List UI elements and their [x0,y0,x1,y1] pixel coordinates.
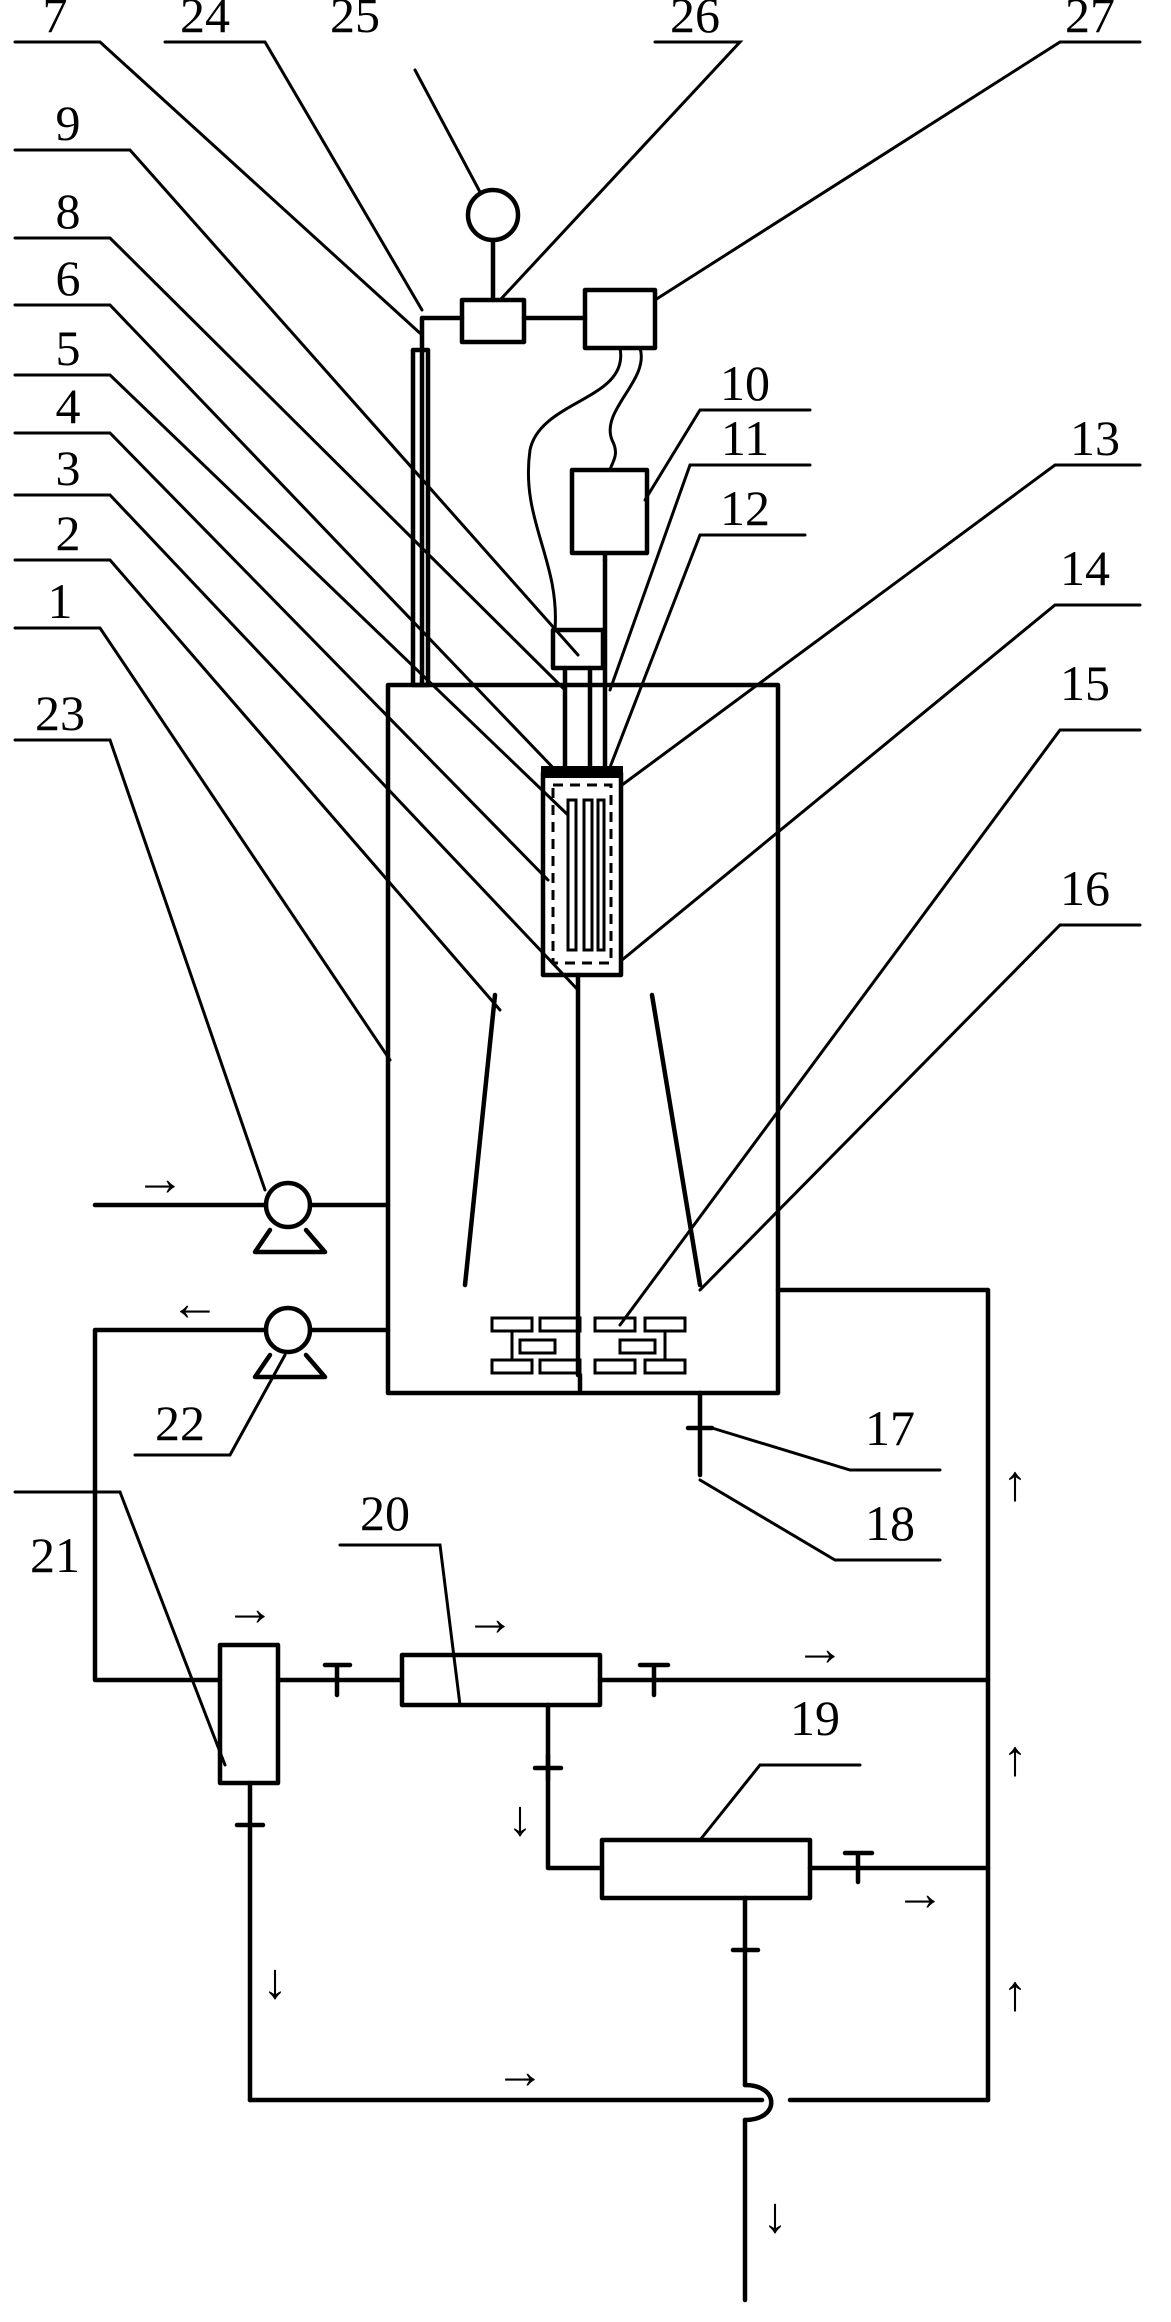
aeration-diffuser [490,1316,687,1393]
label-12: 12 [720,480,770,536]
draft-tube [462,992,703,1288]
leader-lines [13,40,1142,1842]
arrow-to-21: → [225,1580,275,1636]
arrow-up-1: ↑ [1003,1455,1028,1511]
arrow-20-down: ↓ [508,1790,533,1846]
membrane-plate-right [596,798,606,952]
pressure-sensor-box [550,627,606,671]
crossover-hop [742,2082,774,2123]
label-19: 19 [790,1690,840,1746]
arrow-discharge-out: ← [170,1275,220,1331]
label-21: 21 [30,1527,80,1583]
label-24: 24 [180,0,230,43]
valve-20-out [637,1662,671,1698]
label-8: 8 [56,183,81,239]
label-3: 3 [56,440,81,496]
valve-19-out [842,1850,875,1885]
label-15: 15 [1060,655,1110,711]
valve-21-20 [322,1662,353,1698]
label-23: 23 [35,685,85,741]
arrow-up-2: ↑ [1003,1730,1028,1786]
arrow-20-out: → [795,1620,845,1676]
membrane-plate-left [566,798,578,952]
label-10: 10 [720,355,770,411]
label-26: 26 [670,0,720,43]
arrow-feed-in: → [135,1150,185,1206]
label-6: 6 [56,250,81,306]
label-4: 4 [56,378,81,434]
reactor-tank [385,682,781,1396]
label-2: 2 [56,505,81,561]
gas-inlet-tube [410,347,431,688]
label-13: 13 [1070,410,1120,466]
gas-line [419,315,465,688]
label-16: 16 [1060,860,1110,916]
label-7: 7 [43,0,68,43]
return-line [775,1287,991,2103]
control-cable-to-pump [608,346,643,472]
label-25: 25 [330,0,380,43]
separator-21 [217,1642,281,1786]
controller-box [582,287,658,351]
arrow-bottom-right: → [495,2043,545,2099]
label-22: 22 [155,1395,205,1451]
discharge-pump [92,1305,391,1683]
gas-gauge [465,187,521,243]
arrow-final-down: ↓ [763,2187,788,2243]
label-1: 1 [48,573,73,629]
label-18: 18 [865,1495,915,1551]
arrow-19-out: → [895,1865,945,1921]
label-11: 11 [721,410,769,466]
control-cable-to-sensor [526,346,623,632]
membrane-plate-mid [582,798,594,952]
gas-flowmeter-box [459,297,527,345]
heat-exchanger-19 [599,1837,813,1901]
membrane-module-inner [551,783,613,965]
label-27: 27 [1065,0,1115,43]
feed-pump [92,1180,391,1255]
arrow-up-3: ↑ [1003,1965,1028,2021]
label-9: 9 [56,95,81,151]
line-20-to-19 [545,1702,605,1871]
suction-pump-box [569,467,650,556]
label-20: 20 [360,1485,410,1541]
label-5: 5 [56,320,81,376]
label-14: 14 [1060,540,1110,596]
arrow-to-20: → [465,1590,515,1646]
label-17: 17 [865,1400,915,1456]
heat-exchanger-20 [399,1652,603,1708]
arrow-21-down: ↓ [263,1953,288,2009]
